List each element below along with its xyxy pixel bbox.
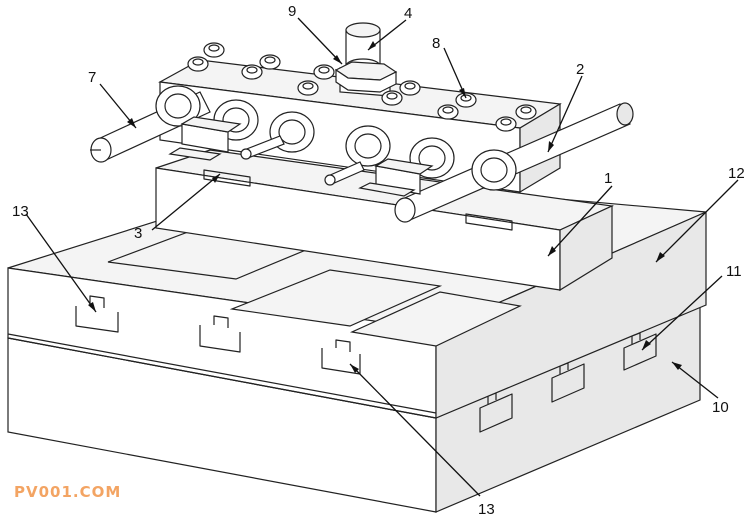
- label-12: 12: [728, 165, 745, 182]
- jaw-blocks: [168, 116, 434, 197]
- shaft-7-right: [394, 102, 634, 223]
- label-9: 9: [288, 3, 296, 20]
- socket-screws-8: [187, 42, 537, 132]
- watermark: PV001.COM: [14, 483, 121, 501]
- label-13-bottom: 13: [478, 501, 495, 518]
- callouts: 1 2 3 4 7 8 9 10 11: [12, 3, 745, 518]
- top-plate-ribs: [75, 225, 522, 375]
- label-4: 4: [404, 5, 412, 22]
- nut-9: [334, 61, 398, 93]
- label-8: 8: [432, 35, 440, 52]
- pins: [240, 135, 365, 186]
- label-1: 1: [604, 170, 612, 187]
- cylinder-bosses: [155, 85, 517, 191]
- label-11: 11: [726, 263, 742, 280]
- label-3: 3: [134, 225, 142, 242]
- label-10: 10: [712, 399, 729, 416]
- label-7: 7: [88, 69, 96, 86]
- label-13-top: 13: [12, 203, 29, 220]
- label-2: 2: [576, 61, 584, 78]
